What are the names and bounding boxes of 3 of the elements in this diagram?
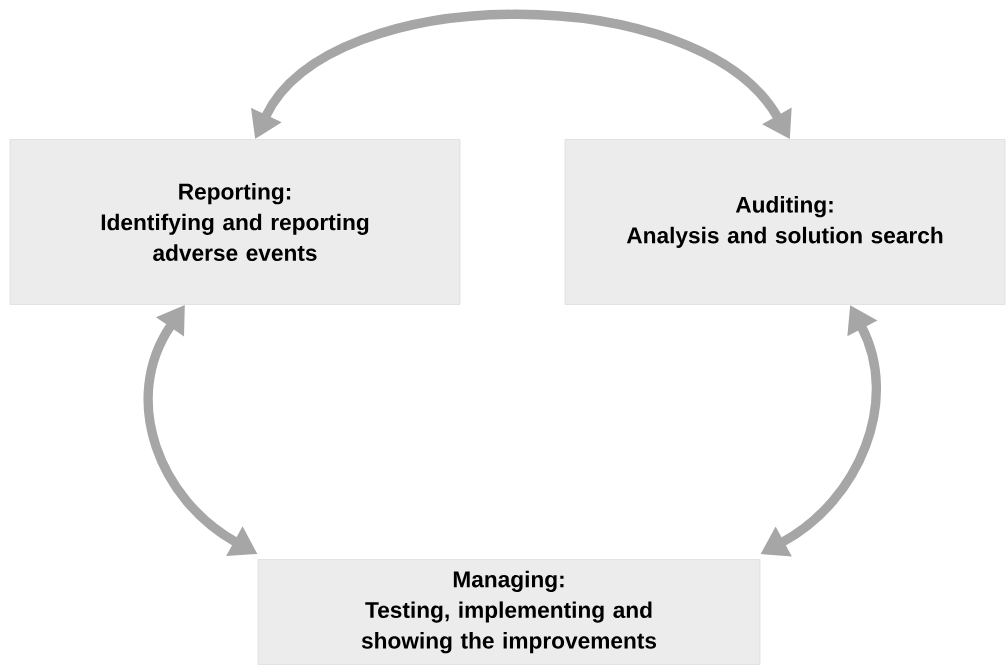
process-box: Managing: Testing, implementing and showing the improvements [257,559,761,665]
process-box: Auditing: Analysis and solution search [564,139,1006,305]
process-box: Reporting: Identifying and reporting adverse events [9,139,461,305]
